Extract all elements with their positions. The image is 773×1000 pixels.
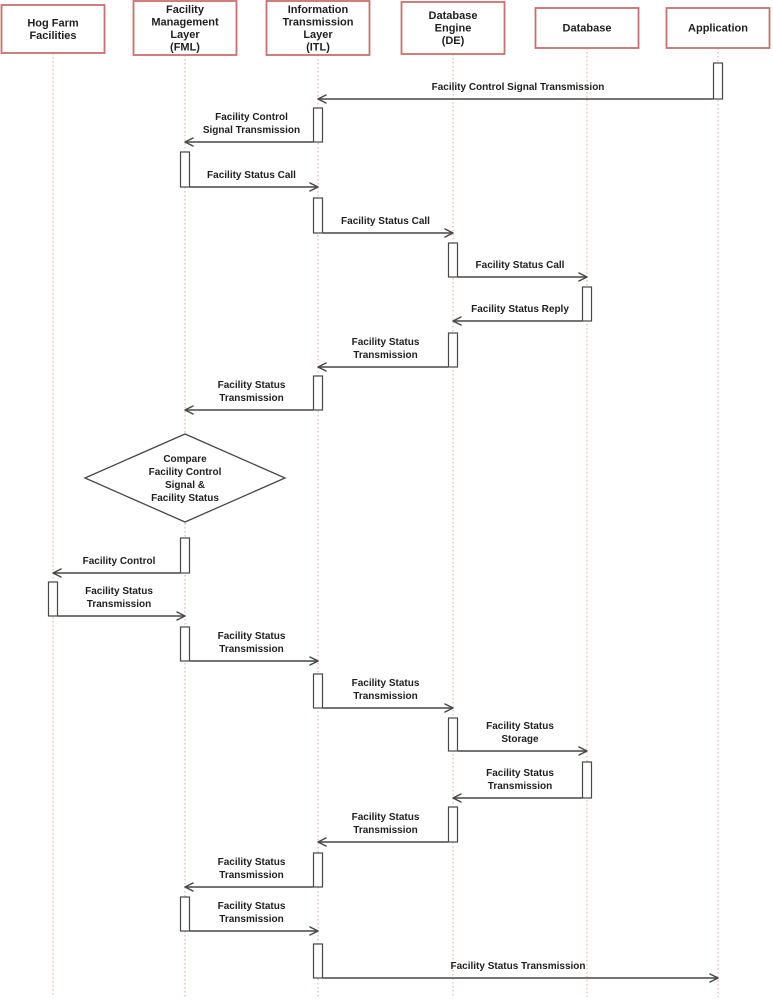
activation-bar-app — [712, 62, 724, 100]
actor-box-fml — [132, 0, 238, 56]
activation-bar-fml — [179, 151, 191, 188]
activation-bar-fml — [179, 896, 191, 932]
message-arrowhead — [578, 746, 588, 756]
message-label: Facility Control — [83, 556, 156, 567]
actor-box-hff — [0, 4, 106, 54]
message-arrowhead — [317, 94, 327, 104]
message-label: Facility Status Call — [476, 260, 565, 271]
activation-bar-db — [581, 761, 593, 799]
message-label: Facility Status Call — [207, 170, 296, 181]
message-arrowhead — [309, 182, 319, 192]
decision-diamond — [83, 433, 287, 523]
actor-box-db — [534, 7, 640, 49]
message-arrowhead — [52, 568, 62, 578]
actor-box-itl — [265, 0, 371, 56]
message-arrowhead — [184, 405, 194, 415]
message-arrowhead — [184, 882, 194, 892]
activation-bar-itl — [312, 943, 324, 979]
actor-box-app — [665, 7, 771, 49]
message-arrowhead — [317, 837, 327, 847]
message-label: Facility Status Transmission — [450, 961, 585, 972]
activation-bar-itl — [312, 852, 324, 888]
message-arrowhead — [184, 137, 194, 147]
message-arrowhead — [452, 793, 462, 803]
activation-bar-de — [447, 806, 459, 843]
activation-bar-de — [447, 717, 459, 752]
message-arrowhead — [444, 703, 454, 713]
actor-label-app: Application — [688, 23, 748, 35]
activation-bar-itl — [312, 375, 324, 411]
message-arrowhead — [452, 316, 462, 326]
activation-bar-itl — [312, 197, 324, 234]
activation-bar-fml — [179, 537, 191, 574]
actor-box-de — [400, 1, 506, 55]
activation-bar-itl — [312, 673, 324, 709]
message-arrowhead — [309, 926, 319, 936]
activation-bar-itl — [312, 107, 324, 143]
activation-bar-de — [447, 332, 459, 368]
message-label: Facility Status Call — [341, 216, 430, 227]
actor-label-db: Database — [563, 23, 612, 35]
activation-bar-de — [447, 242, 459, 278]
message-arrowhead — [317, 362, 327, 372]
message-label: Facility Control Signal Transmission — [432, 82, 605, 93]
message-arrowhead — [578, 272, 588, 282]
activation-bar-db — [581, 286, 593, 322]
message-arrowhead — [309, 656, 319, 666]
activation-bar-hff — [47, 581, 59, 617]
message-arrowhead — [709, 973, 719, 983]
message-arrowhead — [444, 228, 454, 238]
message-arrowhead — [176, 611, 186, 621]
activation-bar-fml — [179, 626, 191, 662]
message-label: Facility Status Reply — [471, 304, 569, 315]
